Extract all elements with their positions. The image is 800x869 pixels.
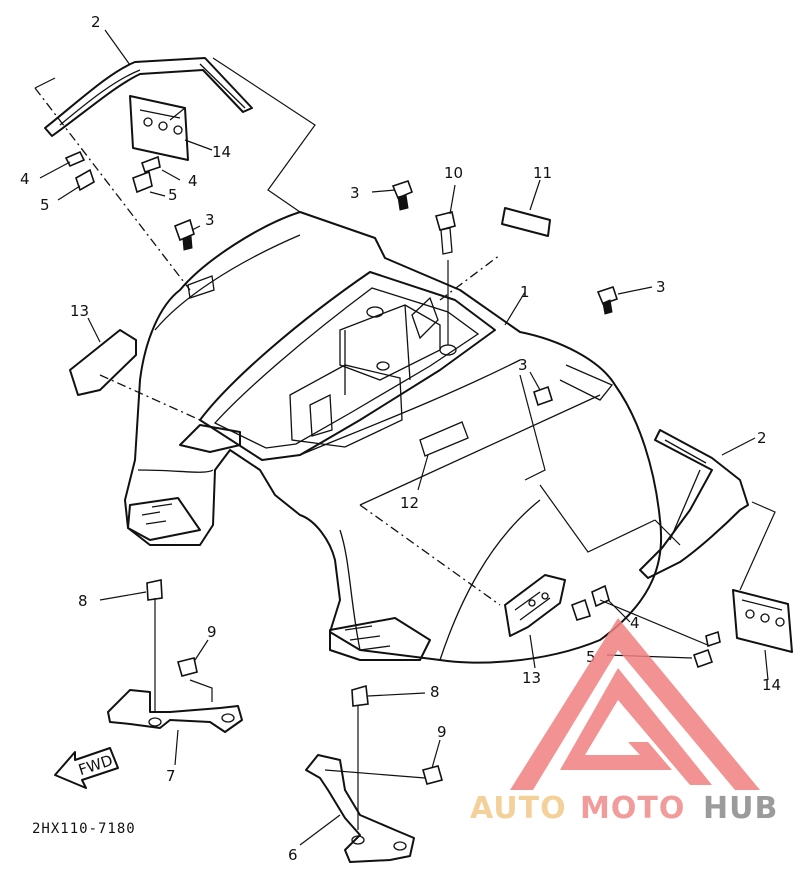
guard-strip-left <box>69 329 137 396</box>
callout-3-top: 3 <box>350 184 360 202</box>
watermark-moto: MOTO <box>580 791 685 826</box>
callout-10: 10 <box>444 164 463 182</box>
callout-14-right: 14 <box>762 676 781 694</box>
callout-2-left: 2 <box>91 13 101 31</box>
mud-flap-left <box>44 57 253 137</box>
callout-11: 11 <box>533 164 552 182</box>
nuts-and-collars <box>64 150 721 669</box>
callout-12: 12 <box>400 494 419 512</box>
callout-4-left: 4 <box>20 170 30 188</box>
callout-1: 1 <box>520 283 530 301</box>
callout-9-center: 9 <box>437 723 447 741</box>
watermark-triangle-outer <box>510 618 760 790</box>
stay-bracket-6 <box>305 754 415 863</box>
flange-bolts <box>177 657 443 785</box>
watermark-auto: AUTO <box>470 791 567 826</box>
callout-4-mid: 4 <box>188 172 198 190</box>
watermark-logo: AUTO MOTO HUB <box>470 618 778 826</box>
watermark-triangle-inner <box>560 668 712 785</box>
callout-13-left: 13 <box>70 302 89 320</box>
callout-3-left: 3 <box>205 211 215 229</box>
callout-4-right: 4 <box>630 614 640 632</box>
callout-9-left: 9 <box>207 623 217 641</box>
stay-bracket-right <box>504 574 566 637</box>
callout-5-left: 5 <box>40 196 50 214</box>
watermark-hub: HUB <box>703 791 778 826</box>
callout-5-mid: 5 <box>168 186 178 204</box>
callout-3-center: 3 <box>518 356 528 374</box>
bracket-plate-left <box>129 95 189 161</box>
callout-2-right: 2 <box>757 429 767 447</box>
callout-8-center: 8 <box>430 683 440 701</box>
screws <box>173 179 619 407</box>
callout-5-right: 5 <box>586 648 596 666</box>
stay-bracket-7 <box>107 689 243 733</box>
callout-6: 6 <box>288 846 298 864</box>
drawing-code: 2HX110-7180 <box>32 821 136 837</box>
callout-numbers: 2 14 4 5 4 5 3 3 10 11 1 3 3 13 12 2 8 9… <box>20 13 781 864</box>
mud-flap-right <box>639 429 749 579</box>
callout-7: 7 <box>166 767 176 785</box>
bracket-plate-right <box>732 589 793 653</box>
fwd-arrow: FWD <box>54 747 119 789</box>
assembly-lines <box>34 57 776 830</box>
callout-13-right: 13 <box>522 669 541 687</box>
collar-nuts <box>146 579 369 707</box>
callout-14-left: 14 <box>212 143 231 161</box>
rear-fender-body <box>124 211 663 664</box>
callout-8-left: 8 <box>78 592 88 610</box>
bolt <box>435 211 456 255</box>
warning-label <box>501 207 551 237</box>
callout-3-right: 3 <box>656 278 666 296</box>
leader-lines <box>39 29 769 846</box>
